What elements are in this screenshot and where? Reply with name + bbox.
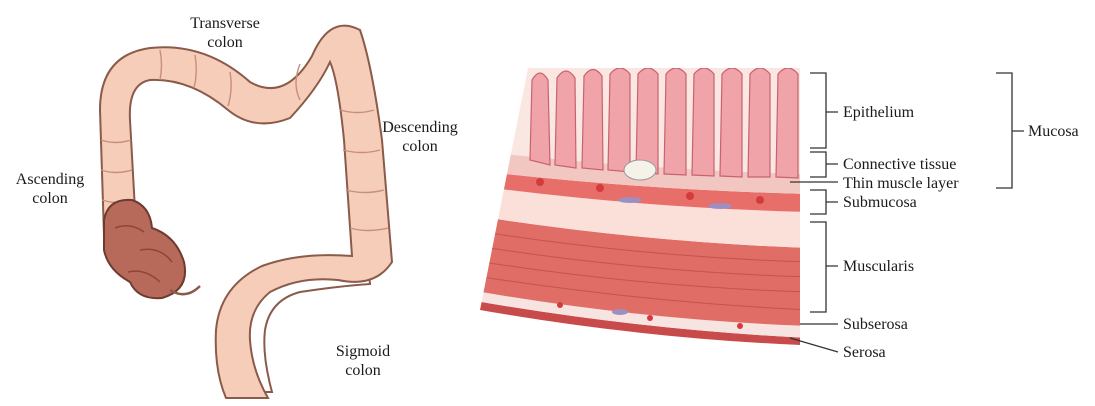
epithelium-label: Epithelium — [843, 103, 914, 122]
muscularis-label: Muscularis — [843, 257, 914, 276]
colon-wall-cross-section — [470, 60, 810, 360]
subserosa-label: Subserosa — [843, 315, 908, 334]
mucosa-label: Mucosa — [1028, 122, 1079, 141]
serosa-label: Serosa — [843, 343, 886, 362]
submucosa-label: Submucosa — [843, 193, 917, 212]
connective-tissue-label: Connective tissue — [843, 155, 956, 174]
thin-muscle-layer-label: Thin muscle layer — [843, 174, 959, 193]
